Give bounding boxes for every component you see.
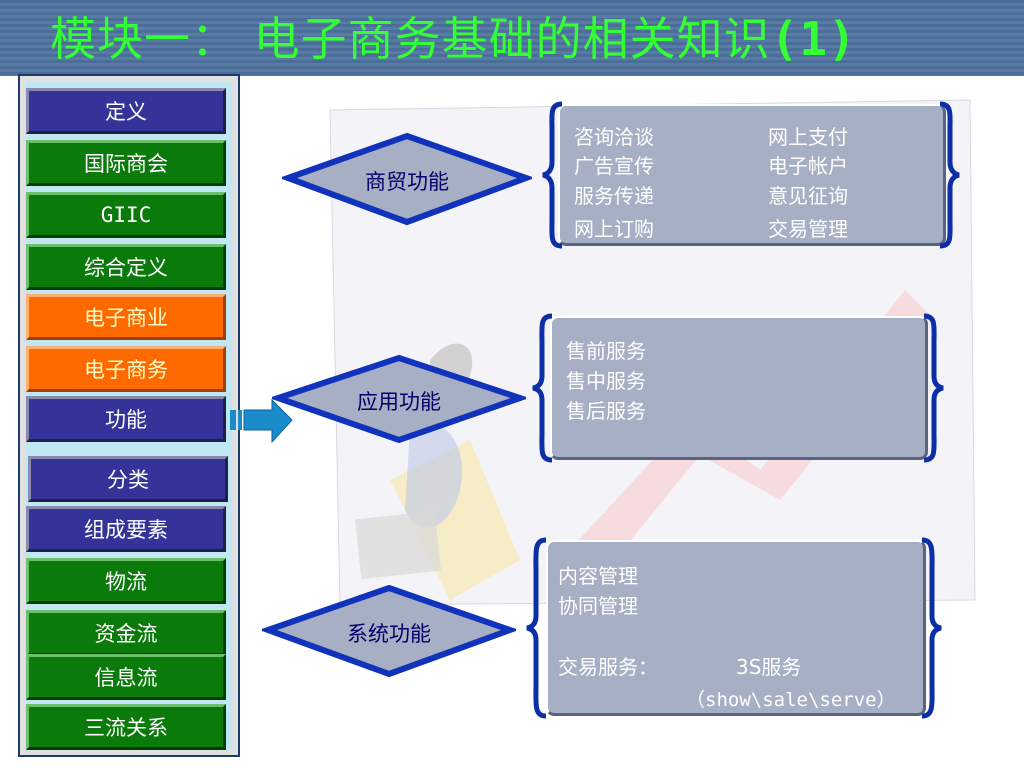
sidebar-item-giic[interactable]: GIIC [26,192,226,238]
right-brace-icon [921,537,942,719]
left-brace-icon [532,313,553,463]
pointer-arrow-icon [230,398,293,444]
sidebar-item-label: 分类 [107,468,149,492]
page-title: 模块一： 电子商务基础的相关知识(1) [50,6,857,72]
sidebar-item-capital-flow[interactable]: 资金流 [26,610,226,656]
sidebar-item-label: 功能 [105,408,147,432]
sidebar-item-label: 三流关系 [84,716,168,740]
sidebar-item-label: 组成要素 [84,518,168,542]
system-item: 内容管理 [558,564,638,588]
sidebar-item-comprehensive-definition[interactable]: 综合定义 [26,244,226,290]
sidebar-item-definition[interactable]: 定义 [26,88,226,134]
sidebar-item-label: 电子商务 [84,358,168,382]
system-item-3s-service: 3S服务 [736,655,802,679]
sidebar-item-label: 资金流 [94,622,158,646]
trade-item: 网上支付 [768,125,848,149]
sidebar-item-label: 国际商会 [84,152,168,176]
sidebar-item-label: 电子商业 [84,306,168,330]
system-item-3s-detail: （show\sale\serve） [686,689,896,711]
page-title-number: (1) [770,12,857,66]
sidebar-item-label: GIIC [100,203,152,227]
diamond-trade-function [282,132,532,226]
trade-function-box [558,104,946,246]
system-item: 协同管理 [558,594,638,618]
sidebar-item-e-commerce[interactable]: 电子商务 [26,346,226,392]
sidebar-item-label: 信息流 [94,666,158,690]
left-brace-icon [542,101,563,249]
sidebar-item-icc[interactable]: 国际商会 [26,140,226,186]
trade-item: 广告宣传 [574,154,654,178]
diamond-label-application-function: 应用功能 [357,390,441,414]
trade-item: 电子帐户 [768,154,848,178]
trade-item: 意见征询 [768,184,848,208]
application-item: 售后服务 [566,399,646,423]
diamond-label-system-function: 系统功能 [347,622,431,646]
page-title-text: 模块一： 电子商务基础的相关知识 [50,12,771,66]
application-function-box [550,316,928,460]
right-brace-icon [923,313,944,463]
sidebar-item-e-business[interactable]: 电子商业 [26,294,226,340]
diamond-system-function [262,584,516,678]
diamond-application-function [272,354,526,444]
left-brace-icon [526,537,547,719]
trade-item: 网上订购 [574,217,654,241]
application-item: 售中服务 [566,369,646,393]
sidebar-item-classification[interactable]: 分类 [28,456,228,502]
sidebar-item-label: 定义 [105,100,147,124]
sidebar-item-label: 物流 [105,570,147,594]
sidebar-item-information-flow[interactable]: 信息流 [26,654,226,700]
system-function-box [546,540,926,716]
trade-item: 服务传递 [574,184,654,208]
sidebar-item-label: 综合定义 [84,256,168,280]
sidebar-item-logistics[interactable]: 物流 [26,558,226,604]
sidebar-item-components[interactable]: 组成要素 [26,506,226,552]
right-brace-icon [939,101,960,249]
sidebar-item-functions[interactable]: 功能 [26,396,226,442]
title-bar: 模块一： 电子商务基础的相关知识(1) [0,0,1024,76]
trade-item: 咨询洽谈 [574,125,654,149]
diamond-label-trade-function: 商贸功能 [365,170,449,194]
application-item: 售前服务 [566,339,646,363]
system-item: 交易服务： [558,655,658,679]
trade-item: 交易管理 [768,217,848,241]
sidebar-item-three-flows-relation[interactable]: 三流关系 [26,704,226,750]
